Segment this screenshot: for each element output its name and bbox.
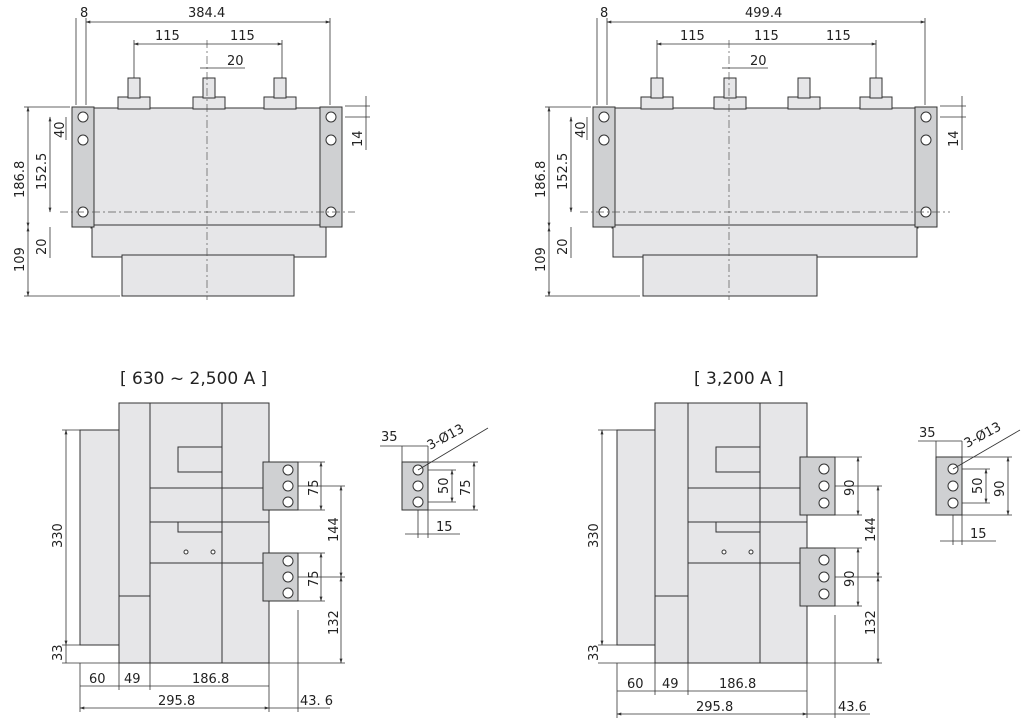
dim-w2: 49 xyxy=(124,672,141,687)
dim-bar-gap: 144 xyxy=(864,517,879,542)
bus-bar-detail-left: 35 3-Ø13 50 75 15 xyxy=(380,422,489,538)
dim-flange: 8 xyxy=(600,6,608,21)
dim-base: 33 xyxy=(51,644,66,661)
breaker-lower-housing xyxy=(91,224,327,258)
view-title: [ 630 ~ 2,500 A ] xyxy=(120,369,267,389)
detail-width: 35 xyxy=(919,426,936,441)
dim-height: 330 xyxy=(587,523,602,548)
dim-w-bar: 43. 6 xyxy=(300,694,333,709)
dim-bar-pitch-2: 90 xyxy=(843,570,858,587)
top-right-view: 8 499.4 115 115 115 20 186.8 152.5 40 14… xyxy=(534,6,966,300)
view-title: [ 3,200 A ] xyxy=(694,369,784,389)
dim-base: 33 xyxy=(587,644,602,661)
dim-overall-width: 384.4 xyxy=(188,6,225,21)
dim-side: 14 xyxy=(947,130,962,147)
breaker-body xyxy=(611,107,919,229)
dim-w1: 60 xyxy=(627,677,644,692)
dim-bottom-offset: 20 xyxy=(556,238,571,255)
left-flange xyxy=(71,106,95,228)
breaker-lower-housing xyxy=(612,224,918,258)
dim-bar-pitch-2: 75 xyxy=(307,570,322,587)
detail-holes: 3-Ø13 xyxy=(425,422,467,454)
detail-offset: 15 xyxy=(970,527,987,542)
dim-depth: 109 xyxy=(13,247,28,272)
top-left-view: 8 384.4 115 115 20 186.8 152.5 40 14 20 … xyxy=(13,6,370,300)
detail-length: 75 xyxy=(459,479,474,496)
dim-terminal: 20 xyxy=(750,54,767,69)
dim-w-total: 295.8 xyxy=(696,700,733,715)
dim-w3: 186.8 xyxy=(192,672,229,687)
bus-bar-lower xyxy=(799,547,836,607)
bottom-left-view: [ 630 ~ 2,500 A ] xyxy=(51,369,345,712)
dim-depth: 109 xyxy=(534,247,549,272)
dim-pitch-c: 115 xyxy=(826,29,851,44)
dim-pitch-a: 115 xyxy=(155,29,180,44)
front-cover xyxy=(79,429,121,646)
dim-pitch-b: 115 xyxy=(230,29,255,44)
right-flange xyxy=(319,106,343,228)
detail-width: 35 xyxy=(381,430,398,445)
dim-bar-pitch: 75 xyxy=(307,479,322,496)
dim-height: 186.8 xyxy=(534,161,549,198)
detail-pitch: 50 xyxy=(971,477,986,494)
dim-terminal: 20 xyxy=(227,54,244,69)
dim-bar-pitch: 90 xyxy=(843,479,858,496)
breaker-base xyxy=(642,254,818,297)
dim-w-total: 295.8 xyxy=(158,694,195,709)
dim-height: 186.8 xyxy=(13,161,28,198)
detail-length: 90 xyxy=(993,480,1008,497)
terminal-group xyxy=(640,77,893,110)
dim-w2: 49 xyxy=(662,677,679,692)
dim-top-offset: 40 xyxy=(574,121,589,138)
front-cover xyxy=(616,429,658,646)
dim-bar-low: 132 xyxy=(327,610,342,635)
right-flange xyxy=(914,106,938,228)
bus-bar-detail-right: 35 3-Ø13 50 90 15 xyxy=(918,420,1021,545)
dim-top-offset: 40 xyxy=(53,121,68,138)
mount-hole xyxy=(325,111,337,123)
dim-side: 14 xyxy=(351,130,366,147)
terminal-group xyxy=(117,77,297,110)
mount-hole xyxy=(325,134,337,146)
dim-hole-span: 152.5 xyxy=(35,153,50,190)
breaker-body xyxy=(90,107,322,229)
dim-overall-width: 499.4 xyxy=(745,6,782,21)
dim-w1: 60 xyxy=(89,672,106,687)
breaker-base xyxy=(121,254,295,297)
detail-offset: 15 xyxy=(436,520,453,535)
bottom-right-view: [ 3,200 A ] xyxy=(587,369,882,718)
bus-bar-upper xyxy=(799,456,836,516)
dim-height: 330 xyxy=(51,523,66,548)
mount-hole xyxy=(77,111,89,123)
detail-pitch: 50 xyxy=(437,477,452,494)
dim-pitch-a: 115 xyxy=(680,29,705,44)
left-flange xyxy=(592,106,616,228)
mount-hole xyxy=(77,134,89,146)
dim-w-bar: 43.6 xyxy=(838,700,867,715)
dim-bottom-offset: 20 xyxy=(35,238,50,255)
dim-bar-gap: 144 xyxy=(327,517,342,542)
detail-holes: 3-Ø13 xyxy=(962,420,1004,452)
dim-bar-low: 132 xyxy=(864,610,879,635)
dim-flange: 8 xyxy=(80,6,88,21)
dim-hole-span: 152.5 xyxy=(556,153,571,190)
dim-w3: 186.8 xyxy=(719,677,756,692)
dim-pitch-b: 115 xyxy=(754,29,779,44)
